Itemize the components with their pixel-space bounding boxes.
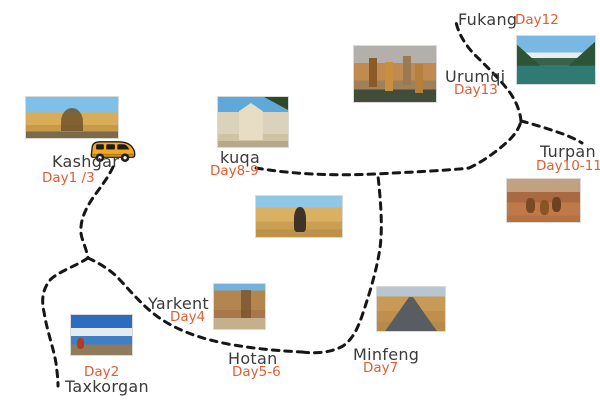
day-label-yarkent: Day4 [170,309,206,325]
kashgar-mosque-photo [25,96,119,139]
day-label-urumqi: Day13 [454,82,498,98]
kuqa-mosque-photo [217,96,289,148]
route-to-junction [467,119,523,170]
day-label-hotan: Day5-6 [232,364,281,380]
van-icon [90,141,136,162]
city-label-minfeng: Minfeng [353,345,420,364]
day-label-kuqa: Day8-9 [210,163,259,179]
route-yarkent-hotan [86,256,304,354]
city-label-taxkorgan: Taxkorgan [65,377,149,396]
day-label-turpan: Day10-11 [536,158,600,174]
city-label-kashgar: Kashgar [52,152,120,171]
desert-highway-photo [376,286,446,332]
day-label-taxkorgan: Day2 [84,364,120,380]
route-urumqi-fukang [454,20,523,123]
city-label-fukang: Fukang [458,10,518,29]
day-label-kashgar: Day1 /3 [42,170,95,186]
day-label-fukang: Day12 [515,12,559,28]
canyon-statue-photo [255,195,343,238]
desert-camels-photo [506,178,581,223]
route-minfeng-north [300,174,383,355]
city-label-urumqi: Urumqi [445,67,506,86]
city-label-hotan: Hotan [228,349,278,368]
route-branch-turpan [519,119,584,145]
city-label-yarkent: Yarkent [148,294,210,313]
route-branch-taxkorgan [41,256,90,388]
city-label-kuqa: kuqa [220,148,261,167]
day-label-minfeng: Day7 [363,360,399,376]
city-skyline-photo [353,45,437,103]
karakul-lake-photo [70,314,133,356]
route-kuqa-east [254,166,471,177]
old-town-street-photo [213,283,266,330]
city-label-turpan: Turpan [540,142,596,161]
route-kashgar-south [79,165,115,260]
tianchi-lake-photo [516,35,596,85]
